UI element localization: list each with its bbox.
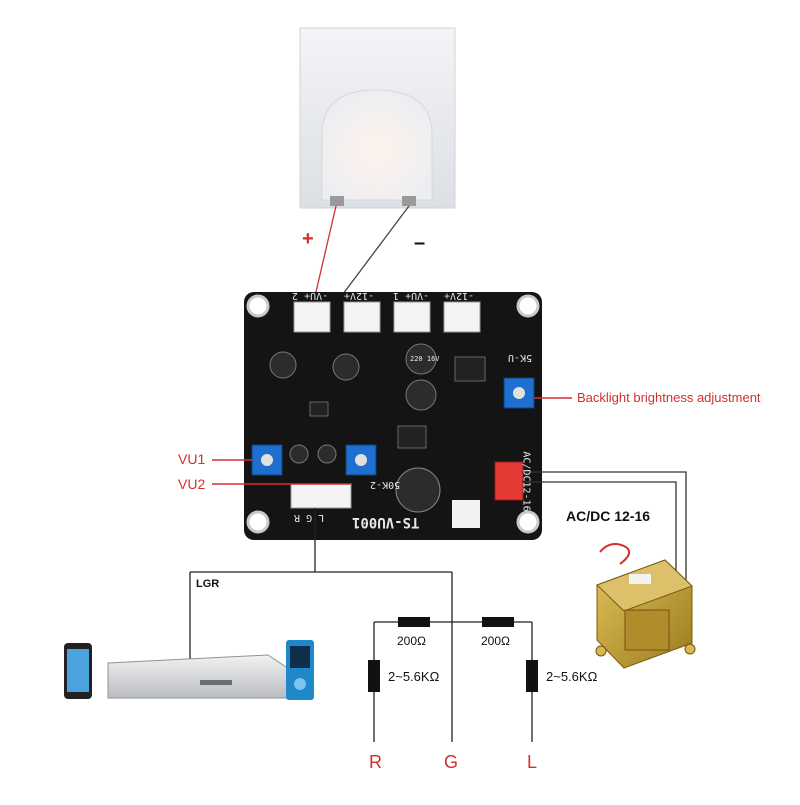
label-acdc: AC/DC 12-16 <box>566 508 651 524</box>
power-wires <box>522 471 687 582</box>
silk-conn-12v-a: -12V+ <box>344 290 375 301</box>
label-plus: + <box>302 228 314 250</box>
label-resistor-left: 2~5.6KΩ <box>388 669 440 684</box>
label-lgr: LGR <box>196 578 220 590</box>
resistor-network <box>373 621 533 742</box>
silk-power-connector: AC/DC12-16 <box>520 451 532 512</box>
silk-conn-12v-b: -12V+ <box>444 290 475 301</box>
label-vu2: VU2 <box>178 476 206 492</box>
smartphone <box>64 643 92 699</box>
pcb-board <box>244 292 542 540</box>
terminal-g: G <box>444 752 459 772</box>
label-vu1: VU1 <box>178 451 206 467</box>
label-resistor-right: 2~5.6KΩ <box>546 669 598 684</box>
silk-conn-vu1: -VU+ 1 <box>393 290 430 301</box>
silk-pot-50k: 50K-2 <box>370 479 401 490</box>
backlight-lamp <box>299 27 456 209</box>
silk-cap-value: 220 16V <box>410 355 440 363</box>
silk-conn-lgr: L G R <box>294 512 325 523</box>
silk-model: TS-VU001 <box>352 514 420 530</box>
lgr-bus <box>189 508 453 742</box>
silk-pot-5k: 5K-U <box>508 352 533 363</box>
transformer <box>595 543 696 669</box>
label-resistor-200-a: 200Ω <box>397 634 426 648</box>
resistor-right <box>526 660 538 692</box>
label-resistor-200-b: 200Ω <box>481 634 510 648</box>
resistor-200-b <box>482 617 514 627</box>
silk-conn-vu2: -VU+ 2 <box>292 290 329 301</box>
mp3-player <box>286 640 314 700</box>
label-minus: – <box>414 232 426 254</box>
cd-player <box>107 654 293 699</box>
resistor-left <box>368 660 380 692</box>
terminal-r: R <box>369 752 382 772</box>
terminal-l: L <box>527 752 538 772</box>
label-backlight-adjustment: Backlight brightness adjustment <box>577 390 761 405</box>
resistor-200-a <box>398 617 430 627</box>
